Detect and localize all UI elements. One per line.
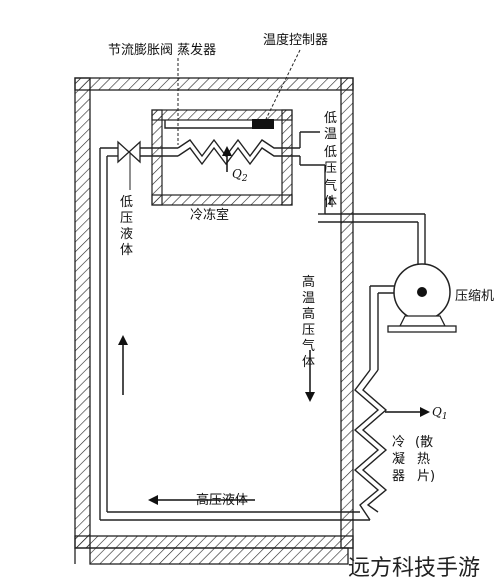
svg-text:体: 体 <box>120 243 133 258</box>
cabinet-wall <box>74 77 354 565</box>
temperature-controller <box>252 119 274 129</box>
svg-text:低: 低 <box>120 195 133 210</box>
temperature-controller-label: 温度控制器 <box>263 32 328 48</box>
svg-text:低: 低 <box>324 145 337 160</box>
svg-text:高: 高 <box>302 306 315 322</box>
compressor-label: 压缩机 <box>455 288 494 304</box>
watermark: 远方科技手游 <box>348 556 480 581</box>
freezer-wall <box>151 109 293 206</box>
svg-text:温: 温 <box>302 291 315 306</box>
svg-text:体: 体 <box>302 355 315 370</box>
svg-text:气: 气 <box>302 338 315 354</box>
freezer-label: 冷冻室 <box>190 207 229 223</box>
svg-text:压: 压 <box>324 161 337 176</box>
q1-label: Q1 <box>432 405 448 422</box>
svg-text:压: 压 <box>302 323 315 338</box>
expansion-valve <box>117 140 141 164</box>
svg-text:液: 液 <box>120 227 133 242</box>
condenser-label: 冷 凝 器 <box>392 435 405 484</box>
high-temp-high-pressure-gas-label: 高 温 高 压 气 体 <box>302 274 315 370</box>
throttle-evaporator-label: 节流膨胀阀 蒸发器 <box>108 42 216 58</box>
flow-arrows <box>118 146 430 505</box>
svg-text:高: 高 <box>302 274 315 290</box>
high-pressure-liquid-label: 高压液体 <box>196 492 248 508</box>
svg-text:气: 气 <box>324 178 337 194</box>
svg-text:体: 体 <box>324 195 337 210</box>
compressor <box>387 263 457 333</box>
svg-text:热: 热 <box>417 452 430 467</box>
heat-sink-label: (散 热 片) <box>415 435 435 484</box>
svg-text:片): 片) <box>417 469 435 484</box>
low-pressure-liquid-label: 低 压 液 体 <box>120 195 133 258</box>
svg-text:(散: (散 <box>415 435 433 450</box>
low-temp-low-pressure-gas-label: 低 温 低 压 气 体 <box>324 111 337 210</box>
refrigerant-pipe <box>99 120 426 521</box>
svg-text:器: 器 <box>392 469 405 484</box>
svg-text:冷: 冷 <box>392 435 405 450</box>
svg-text:温: 温 <box>324 127 337 142</box>
temperature-controller-leader <box>265 49 301 120</box>
svg-text:凝: 凝 <box>392 451 405 467</box>
q2-label: Q2 <box>232 167 248 184</box>
svg-text:压: 压 <box>120 211 133 226</box>
svg-text:低: 低 <box>324 111 337 126</box>
